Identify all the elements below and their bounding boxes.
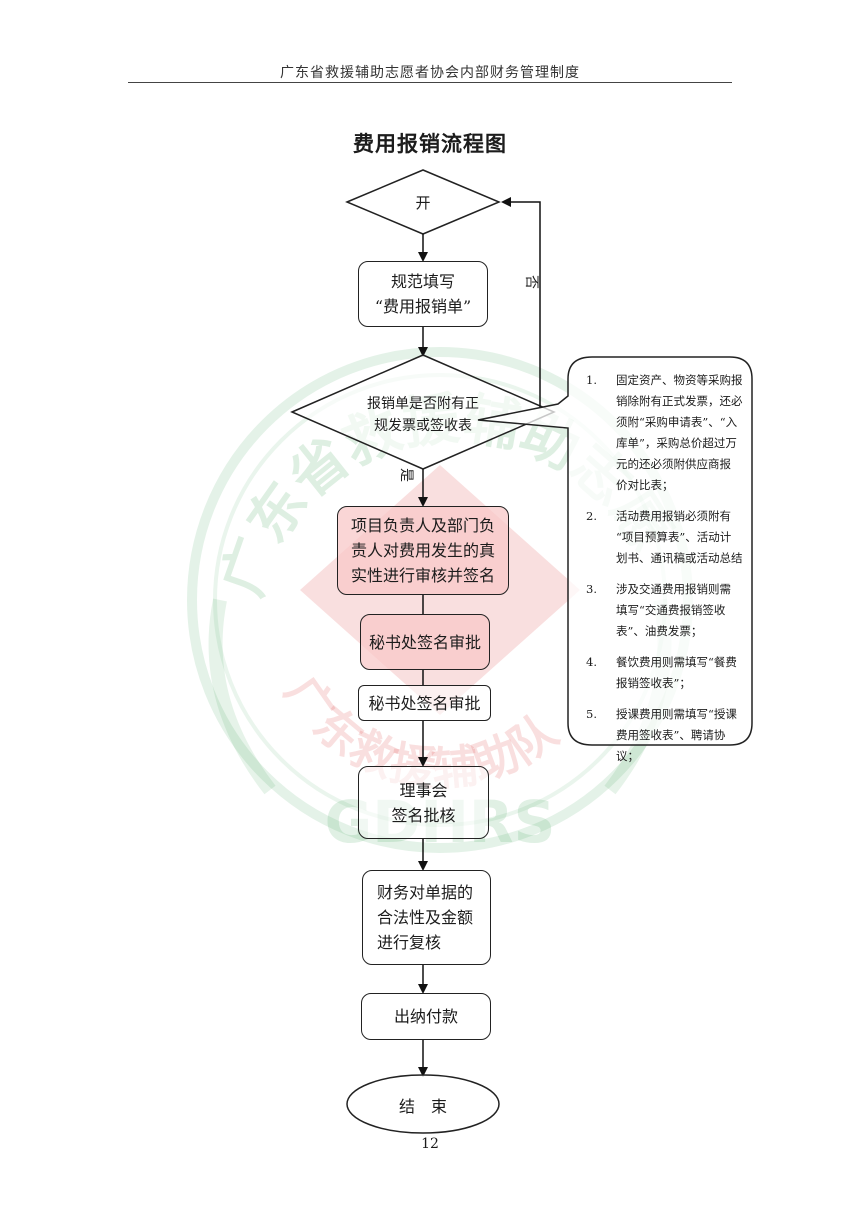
note-line: 授课费用则需填写“授课 (616, 707, 737, 721)
note-number: 1. (586, 373, 597, 387)
notes-list: 1. 固定资产、物资等采购报 销除附有正式发票，还必 须附“采购申请表”、“入 … (586, 370, 746, 777)
arrow-no-loop (501, 197, 541, 408)
step-secretariat-2-box: 秘书处签名审批 (358, 685, 491, 721)
note-line: 元的还必须附供应商报 (616, 457, 731, 471)
step-finance-box: 财务对单据的 合法性及金额 进行复核 (362, 870, 491, 965)
no-label: 否 (523, 275, 539, 289)
note-number: 4. (586, 655, 597, 669)
step-council-line1: 理事会 (399, 780, 448, 800)
yes-label: 是 (398, 468, 414, 482)
note-item: 5. 授课费用则需填写“授课 费用签收表”、聘请协议； (586, 704, 746, 767)
note-line: 价对比表； (616, 478, 674, 492)
note-line: 活动费用报销必须附有 (616, 509, 731, 523)
decision-text: 报销单是否附有正 规发票或签收表 (343, 393, 503, 437)
header-rule (128, 82, 732, 83)
note-line: 餐饮费用则需填写“餐费 (616, 655, 737, 669)
step-dept-review-line2: 责人对费用发生的真 (350, 541, 495, 560)
step-cashier-label: 出纳付款 (393, 1007, 458, 1026)
note-line: 报销签收表”； (616, 676, 691, 690)
end-ellipse (346, 1074, 500, 1134)
note-item: 2. 活动费用报销必须附有 “项目预算表”、活动计 划书、通讯稿或活动总结 (586, 506, 746, 569)
note-line: 涉及交通费用报销则需 (616, 582, 731, 596)
step-dept-review-line1: 项目负责人及部门负 (350, 516, 495, 535)
note-number: 5. (586, 707, 597, 721)
watermark-branch-left (208, 598, 276, 795)
note-item: 1. 固定资产、物资等采购报 销除附有正式发票，还必 须附“采购申请表”、“入 … (586, 370, 746, 496)
note-line: “项目预算表”、活动计 (616, 530, 732, 544)
step-council-line2: 签名批核 (391, 805, 456, 825)
note-line: 固定资产、物资等采购报 (616, 373, 743, 387)
step-secretariat-1-box: 秘书处签名审批 (360, 614, 490, 670)
note-line: 销除附有正式发票，还必 (616, 394, 743, 408)
note-number: 2. (586, 509, 597, 523)
step-dept-review-box: 项目负责人及部门负 责人对费用发生的真 实性进行审核并签名 (337, 506, 509, 595)
end-label: 结 束 (398, 1097, 447, 1116)
note-line: 表”、油费发票； (616, 624, 703, 638)
step-finance-line1: 财务对单据的 (377, 883, 474, 902)
notes-callout (477, 356, 753, 746)
step-finance-line2: 合法性及金额 (377, 908, 474, 927)
note-line: 须附“采购申请表”、“入 (616, 415, 738, 429)
step-fill-form-box: 规范填写 “费用报销单” (358, 261, 488, 327)
note-item: 3. 涉及交通费用报销则需 填写“交通费报销签收 表”、油费发票； (586, 579, 746, 642)
page-title: 费用报销流程图 (353, 132, 507, 156)
start-diamond (345, 169, 501, 235)
note-line: 划书、通讯稿或活动总结 (616, 551, 743, 565)
note-line: 库单”，采购总价超过万 (616, 436, 737, 450)
page-number: 12 (421, 1136, 439, 1152)
note-line: 费用签收表”、聘请协议； (616, 728, 726, 763)
step-dept-review-line3: 实性进行审核并签名 (350, 566, 495, 585)
document-header: 广东省救援辅助志愿者协会内部财务管理制度 (280, 65, 580, 81)
start-label: 开 (415, 194, 431, 212)
step-fill-form-line1: 规范填写 (390, 272, 455, 291)
step-fill-form-line2: “费用报销单” (374, 297, 472, 316)
decision-line2: 规发票或签收表 (374, 418, 472, 434)
step-cashier-box: 出纳付款 (361, 993, 491, 1040)
step-secretariat-1-label: 秘书处签名审批 (368, 632, 481, 652)
decision-line1: 报销单是否附有正 (367, 396, 479, 412)
step-finance-line3: 进行复核 (377, 933, 442, 952)
note-number: 3. (586, 582, 597, 596)
note-item: 4. 餐饮费用则需填写“餐费 报销签收表”； (586, 652, 746, 694)
step-council-box: 理事会 签名批核 (358, 766, 489, 839)
note-line: 填写“交通费报销签收 (616, 603, 726, 617)
step-secretariat-2-label: 秘书处签名审批 (368, 693, 481, 713)
